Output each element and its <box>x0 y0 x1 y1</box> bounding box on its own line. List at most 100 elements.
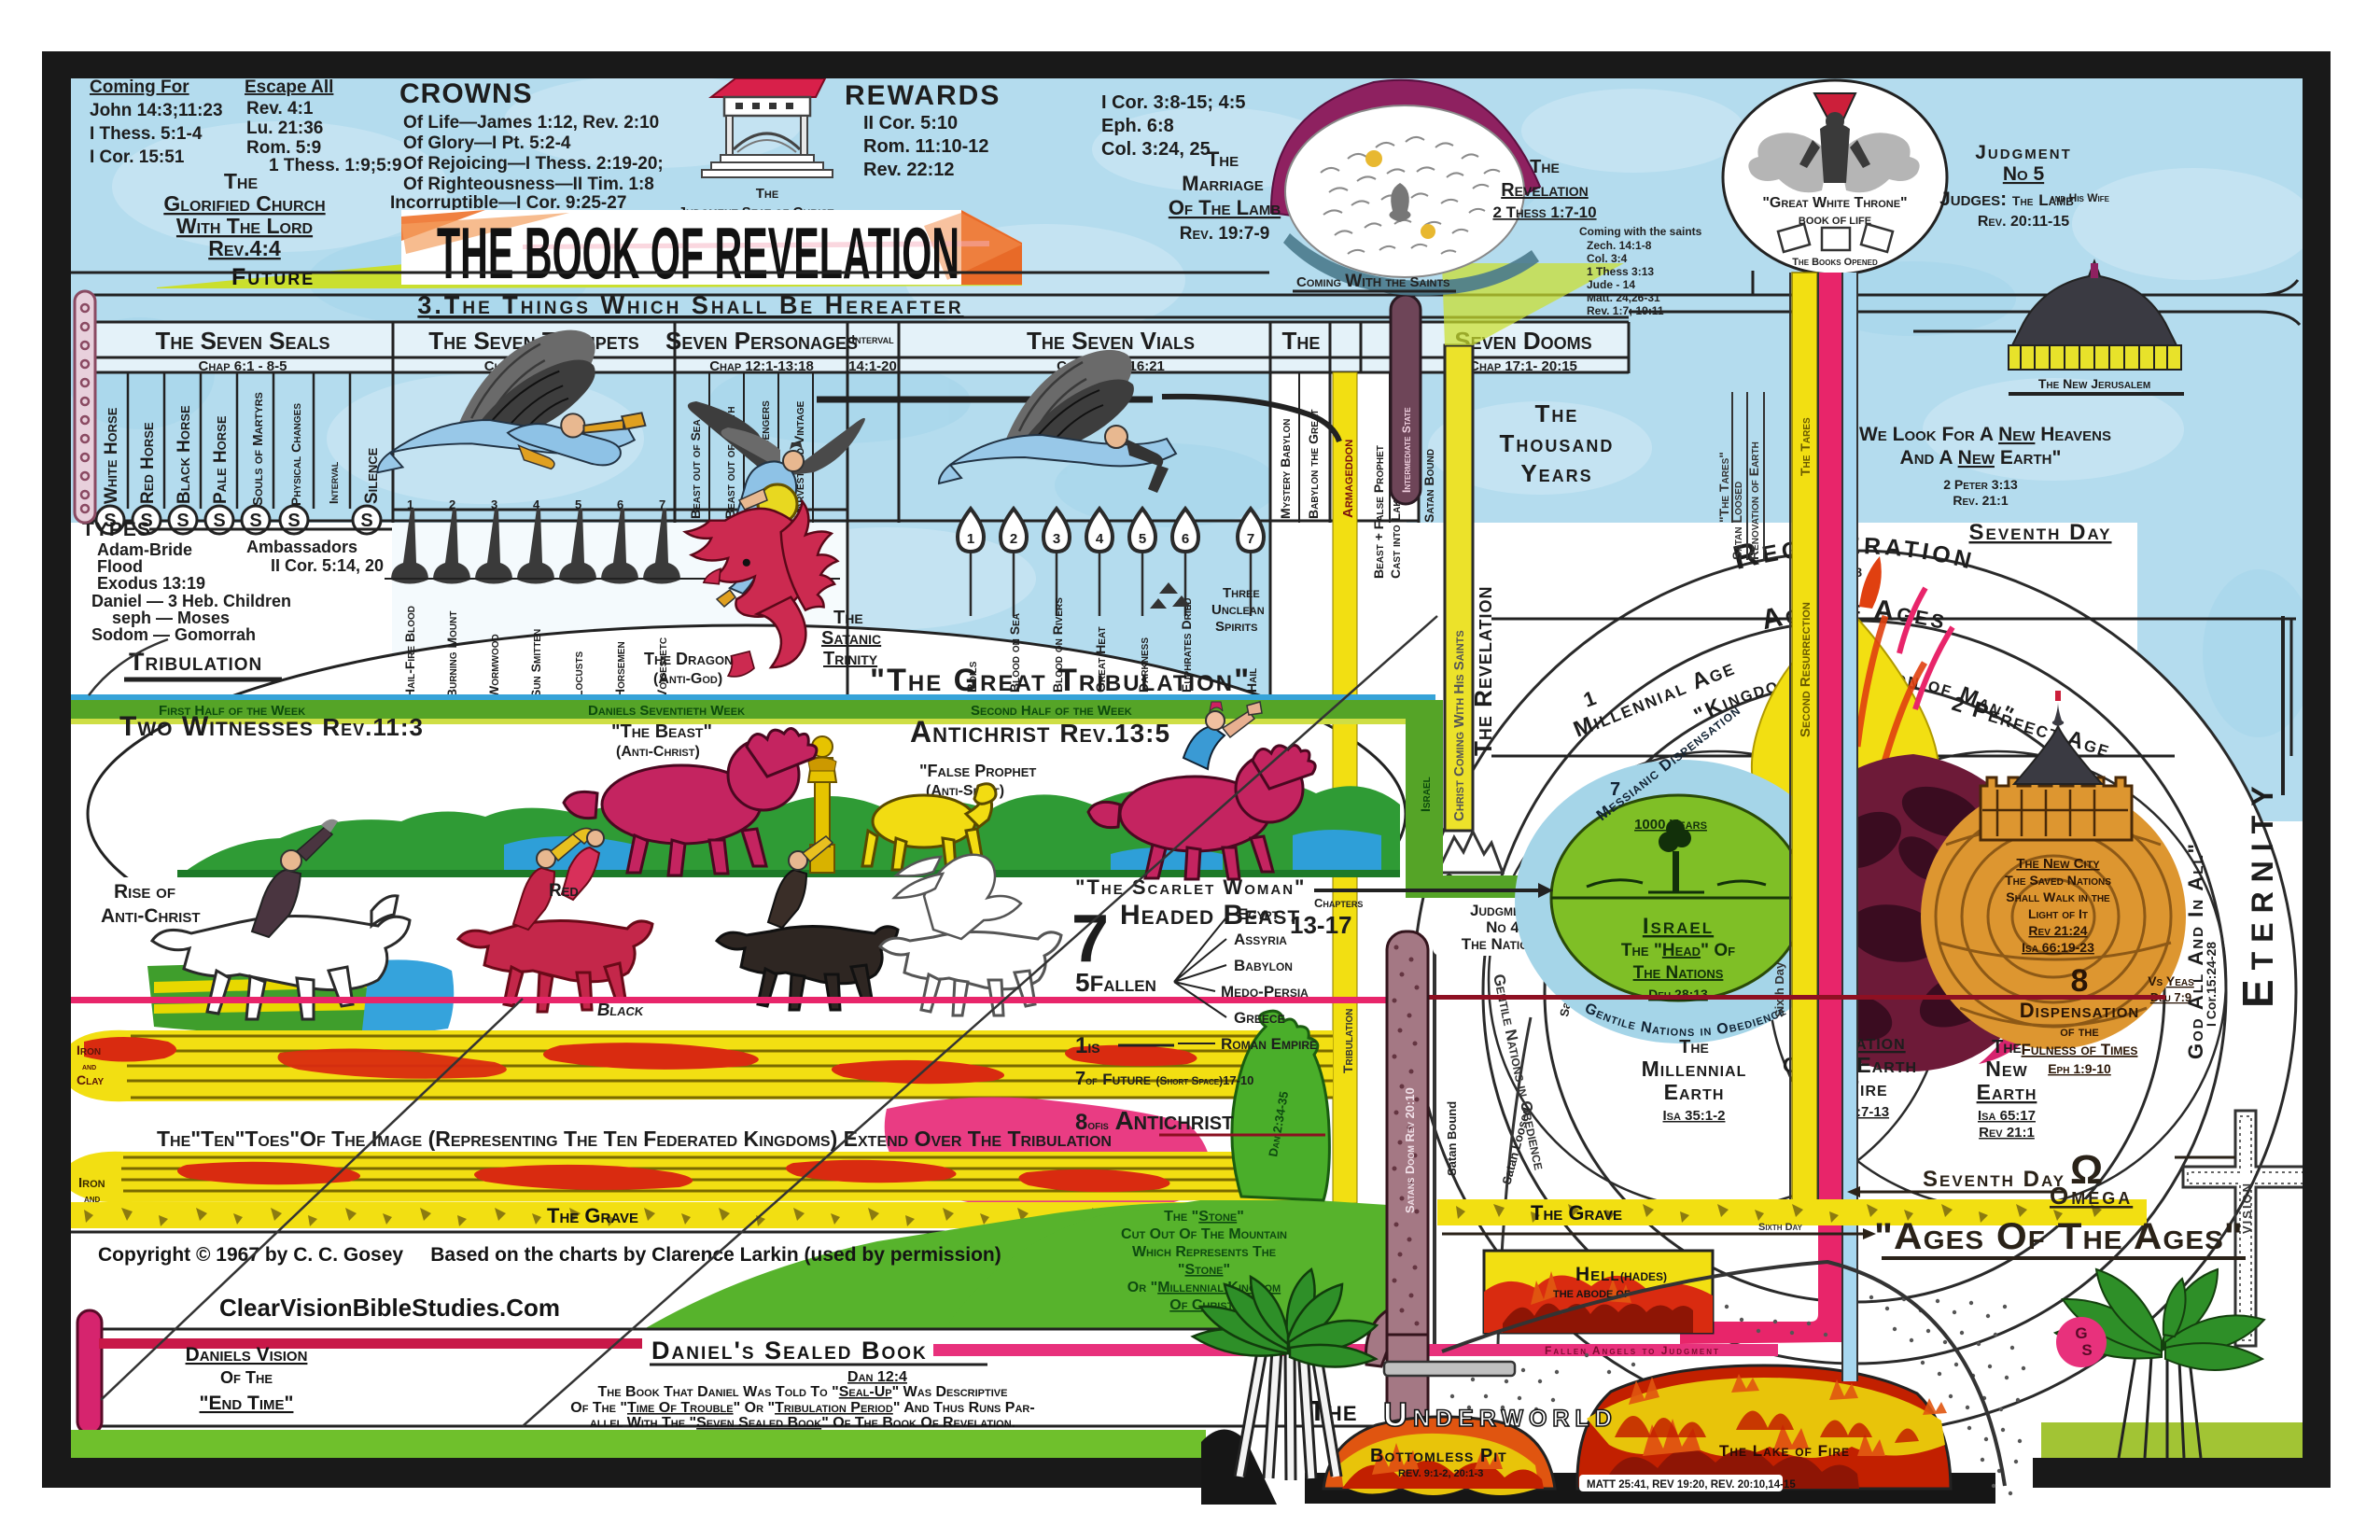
svg-text:Underworld: Underworld <box>1383 1395 1617 1434</box>
svg-text:Voices-etc: Voices-etc <box>654 637 669 698</box>
svg-text:The: The <box>756 186 778 202</box>
svg-text:VISION: VISION <box>2240 1182 2254 1234</box>
svg-text:7of Future (Short Space)17-1: 7of Future (Short Space)17-10 <box>1075 1069 1253 1089</box>
svg-text:II Cor. 5:14, 20: II Cor. 5:14, 20 <box>271 556 384 575</box>
svg-text:MATT 25:41, REV 19:20, REV. 20: MATT 25:41, REV 19:20, REV. 20:10,14-15 <box>1587 1479 1796 1491</box>
svg-text:I Cor. 3:8-15; 4:5: I Cor. 3:8-15; 4:5 <box>1101 92 1246 113</box>
svg-text:Pale Horse: Pale Horse <box>211 415 231 504</box>
svg-text:8ofis Antichrist: 8ofis Antichrist <box>1075 1106 1233 1135</box>
svg-text:Rom. 11:10-12: Rom. 11:10-12 <box>863 136 989 157</box>
svg-text:Fulness of Times: Fulness of Times <box>2022 1041 2138 1058</box>
svg-text:John 14:3;11:23: John 14:3;11:23 <box>90 101 223 120</box>
svg-text:"We Look For A New Heavens: "We Look For A New Heavens <box>1850 424 2111 445</box>
svg-text:5: 5 <box>575 497 581 511</box>
svg-text:Revelation: Revelation <box>1501 180 1589 201</box>
svg-text:Zech. 14:1-8: Zech. 14:1-8 <box>1587 239 1652 252</box>
svg-text:G: G <box>2075 1324 2087 1342</box>
svg-text:Hail: Hail <box>1244 668 1259 693</box>
svg-text:Daniel — 3 Heb. Children: Daniel — 3 Heb. Children <box>91 592 291 610</box>
svg-text:Lu. 21:36: Lu. 21:36 <box>246 119 323 138</box>
svg-text:With The Lord: With The Lord <box>176 214 313 238</box>
svg-text:The Revelation: The Revelation <box>1469 585 1497 756</box>
svg-text:Chap 17:1- 20:15: Chap 17:1- 20:15 <box>1469 358 1577 374</box>
svg-text:Rev. 1:7; 19:11: Rev. 1:7; 19:11 <box>1587 304 1664 317</box>
svg-text:Of The: Of The <box>220 1368 273 1387</box>
svg-text:The: The <box>1530 157 1560 177</box>
svg-text:14:1-20: 14:1-20 <box>848 358 897 374</box>
svg-text:Judgment: Judgment <box>1975 142 2072 163</box>
svg-text:2: 2 <box>449 497 455 511</box>
svg-text:The: The <box>1207 147 1239 171</box>
svg-text:The New City: The New City <box>2016 856 2100 872</box>
svg-text:I Cor.15:24-28: I Cor.15:24-28 <box>2204 942 2219 1027</box>
svg-text:S: S <box>287 511 300 531</box>
svg-text:Daniel's Sealed Book: Daniel's Sealed Book <box>651 1337 928 1365</box>
svg-text:Coming For: Coming For <box>90 77 189 97</box>
svg-text:Babylon the Great: Babylon the Great <box>1306 410 1321 519</box>
svg-text:Black: Black <box>595 1001 645 1020</box>
svg-text:8: 8 <box>2071 963 2089 999</box>
svg-text:(Anti-God): (Anti-God) <box>653 671 722 687</box>
svg-text:Fallen Angels to Judgment: Fallen Angels to Judgment <box>1545 1344 1720 1357</box>
svg-text:I Thess. 5:1-4: I Thess. 5:1-4 <box>90 124 203 144</box>
svg-text:Seventh Day: Seventh Day <box>1923 1167 2065 1192</box>
svg-text:Medo-Persia: Medo-Persia <box>1221 983 1309 1001</box>
svg-text:Rise of: Rise of <box>114 881 175 903</box>
svg-text:Physical Changes: Physical Changes <box>288 403 303 506</box>
svg-text:Chap 6:1 - 8-5: Chap 6:1 - 8-5 <box>199 358 287 374</box>
svg-text:7: 7 <box>1610 779 1620 800</box>
svg-text:Col. 3:24, 25: Col. 3:24, 25 <box>1101 139 1211 160</box>
svg-text:The Nations: The Nations <box>1633 963 1724 983</box>
svg-text:Second Half of the Week: Second Half of the Week <box>971 703 1132 719</box>
svg-text:The Lake of Fire: The Lake of Fire <box>1719 1442 1850 1460</box>
svg-text:"False Prophet: "False Prophet <box>919 762 1036 780</box>
svg-text:REV. 9:1-2, 20:1-3: REV. 9:1-2, 20:1-3 <box>1398 1468 1483 1479</box>
svg-text:I Cor. 15:51: I Cor. 15:51 <box>90 147 185 167</box>
svg-text:Rev. 19:7-9: Rev. 19:7-9 <box>1180 224 1270 244</box>
svg-text:13-17: 13-17 <box>1290 911 1352 939</box>
svg-text:Interval: Interval <box>851 332 894 346</box>
svg-text:The: The <box>833 608 863 628</box>
svg-text:Seven Personages: Seven Personages <box>665 327 858 355</box>
svg-text:Three: Three <box>1223 585 1260 601</box>
svg-text:S: S <box>249 511 261 531</box>
svg-text:The Grave: The Grave <box>1531 1201 1622 1225</box>
svg-text:The Saved Nations: The Saved Nations <box>2005 873 2111 888</box>
svg-text:Iron: Iron <box>77 1043 101 1057</box>
svg-text:Coming With the Saints: Coming With the Saints <box>1296 272 1450 291</box>
svg-text:Flood: Flood <box>97 557 143 576</box>
svg-text:Great Heat: Great Heat <box>1093 626 1108 693</box>
svg-text:New: New <box>1985 1057 2027 1081</box>
svg-text:Renovation of Earth: Renovation of Earth <box>1746 441 1761 560</box>
svg-text:4: 4 <box>1096 531 1104 547</box>
svg-text:Two Witnesses Rev.11:3: Two Witnesses Rev.11:3 <box>119 711 424 742</box>
svg-text:Light of It: Light of It <box>2028 906 2088 921</box>
svg-text:5Fallen: 5Fallen <box>1075 968 1156 997</box>
svg-text:Eternity: Eternity <box>2233 777 2282 1008</box>
svg-text:Shall Walk in the: Shall Walk in the <box>2006 889 2110 904</box>
svg-text:2 Peter 3:13: 2 Peter 3:13 <box>1943 477 2018 492</box>
svg-text:TYPES: TYPES <box>82 519 151 540</box>
svg-text:Chap 12:1-13:18: Chap 12:1-13:18 <box>709 358 814 374</box>
svg-text:Unclean: Unclean <box>1211 602 1265 618</box>
svg-text:Black Horse: Black Horse <box>175 405 194 504</box>
svg-text:Interval: Interval <box>327 461 341 504</box>
svg-text:Intermediate State: Intermediate State <box>1400 407 1413 493</box>
svg-text:7: 7 <box>659 497 665 511</box>
svg-text:Bottomless Pit: Bottomless Pit <box>1370 1446 1507 1466</box>
svg-text:and: and <box>82 1062 96 1072</box>
svg-text:1: 1 <box>407 497 413 511</box>
svg-text:Of Life—James 1:12, Rev. 2: Of Life—James 1:12, Rev. 2:10 <box>403 113 659 133</box>
svg-text:"End Time": "End Time" <box>200 1393 294 1414</box>
svg-text:The: The <box>1679 1037 1709 1057</box>
svg-text:1: 1 <box>967 531 974 547</box>
svg-text:Tribulation: Tribulation <box>1340 1009 1355 1073</box>
svg-text:3.The Things Which Shall Be He: 3.The Things Which Shall Be Hereafter <box>417 291 963 319</box>
svg-text:S: S <box>213 511 225 531</box>
svg-text:Spirits: Spirits <box>1215 619 1257 635</box>
svg-text:REWARDS: REWARDS <box>845 80 1001 111</box>
svg-text:Deu 7:9: Deu 7:9 <box>2150 990 2191 1004</box>
svg-text:Vs Yeas: Vs Yeas <box>2148 973 2194 988</box>
svg-text:The: The <box>1992 1037 2022 1057</box>
svg-text:CROWNS: CROWNS <box>399 78 533 109</box>
